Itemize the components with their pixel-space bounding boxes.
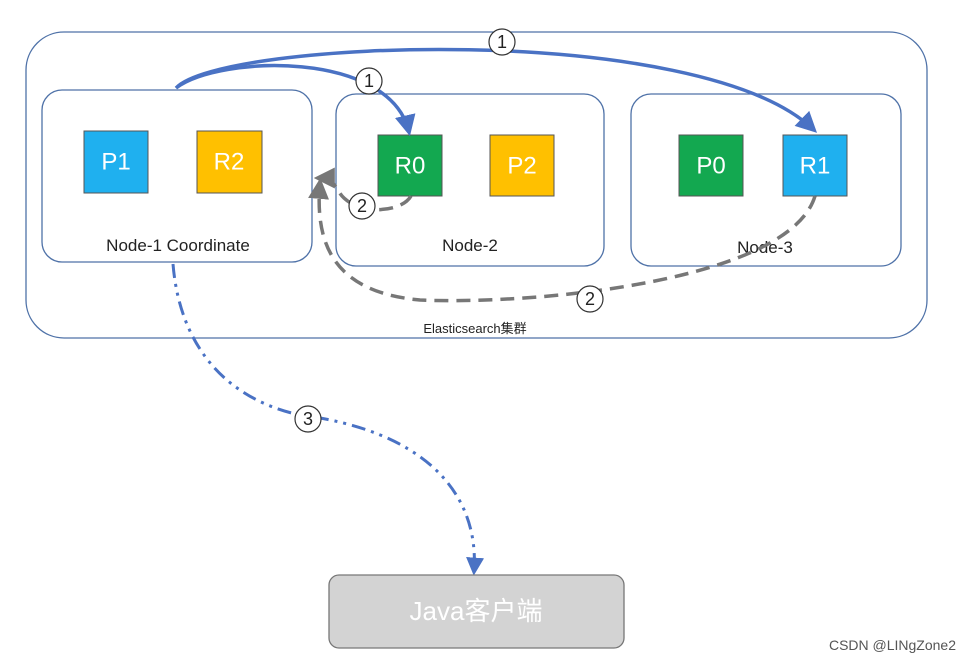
shard-r2	[196, 130, 263, 194]
step-2-node2-circle	[348, 192, 376, 220]
shard-p2	[489, 134, 555, 197]
arrow-step1-to-r0	[174, 63, 416, 137]
step-2-node2-label: 2	[357, 196, 367, 216]
shard-p1-label: P1	[101, 149, 130, 176]
node-2: R0 P2 Node-2	[335, 93, 605, 267]
shard-p1	[83, 130, 149, 194]
step-1-top-circle	[488, 28, 516, 56]
shard-r1-label: R1	[800, 153, 831, 180]
java-client-label: Java客户端	[410, 596, 543, 626]
step-2-bottom-label: 2	[585, 289, 595, 309]
watermark: CSDN @LINgZone2	[829, 637, 956, 653]
shard-p0	[678, 134, 744, 197]
step-1-node2-label: 1	[364, 71, 374, 91]
arrow-step2-from-r1	[308, 177, 817, 303]
node-1-label: Node-1 Coordinate	[106, 236, 250, 255]
node-3: P0 R1 Node-3	[630, 93, 902, 267]
cluster-label: Elasticsearch集群	[423, 321, 526, 336]
step-3-label: 3	[303, 409, 313, 429]
shard-r2-label: R2	[214, 149, 245, 176]
shard-r0-label: R0	[395, 153, 426, 180]
step-3-circle	[294, 405, 322, 433]
step-1-top-label: 1	[497, 32, 507, 52]
shard-p0-label: P0	[696, 153, 725, 180]
shard-p2-label: P2	[507, 153, 536, 180]
step-1-node2-circle	[355, 67, 383, 95]
node-2-label: Node-2	[442, 236, 498, 255]
step-2-bottom-circle	[576, 285, 604, 313]
node-1: P1 R2 Node-1 Coordinate	[41, 89, 313, 263]
java-client-box	[328, 574, 625, 649]
